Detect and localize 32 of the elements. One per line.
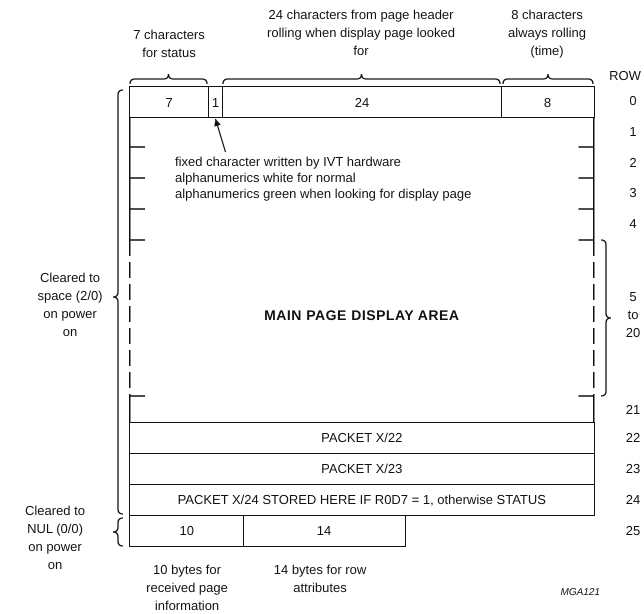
packet-row: PACKET X/23 (129, 452, 594, 485)
header-cell: 24 (222, 86, 502, 118)
row-number: 5 to 20 (624, 288, 642, 342)
row-number: 1 (628, 123, 638, 141)
row-number: 21 (624, 401, 642, 419)
packet-row: PACKET X/24 STORED HERE IF R0D7 = 1, otherwise STATUS (129, 484, 594, 516)
side-note: Cleared to NUL (0/0) on power on (24, 502, 86, 574)
note-text: fixed character written by IVT hardware alphanumerics white for normal alphanumerics green when looking for display page (175, 154, 472, 202)
row-number: 2 (628, 154, 638, 172)
byte-annotation: 14 bytes for row attributes (272, 561, 368, 597)
column-annotation: 7 characters for status (132, 26, 206, 62)
area-title: MAIN PAGE DISPLAY AREA (264, 307, 460, 323)
row-number: 4 (628, 215, 638, 233)
page-info-cell: 10 (129, 514, 244, 546)
row-number: 23 (624, 460, 642, 478)
byte-annotation: 10 bytes for received page information (145, 561, 229, 614)
row-number: 3 (628, 184, 638, 202)
row-number: 24 (624, 491, 642, 509)
display-area (129, 117, 594, 423)
column-heading: ROW (608, 67, 642, 85)
leader-line (214, 118, 226, 152)
column-annotation: 24 characters from page header rolling when display page looked for (266, 6, 456, 60)
row-number: 25 (624, 522, 642, 540)
row-number: 22 (624, 429, 642, 447)
row-number: 0 (628, 92, 638, 110)
figure-code: MGA121 (560, 586, 600, 600)
column-annotation: 8 characters always rolling (time) (506, 6, 588, 60)
row-attributes-cell: 14 (242, 514, 406, 546)
packet-row: PACKET X/22 (129, 422, 594, 454)
time-cell: 8 (500, 86, 594, 118)
status-cell: 7 (129, 86, 209, 118)
side-note: Cleared to space (2/0) on power on (36, 269, 104, 341)
